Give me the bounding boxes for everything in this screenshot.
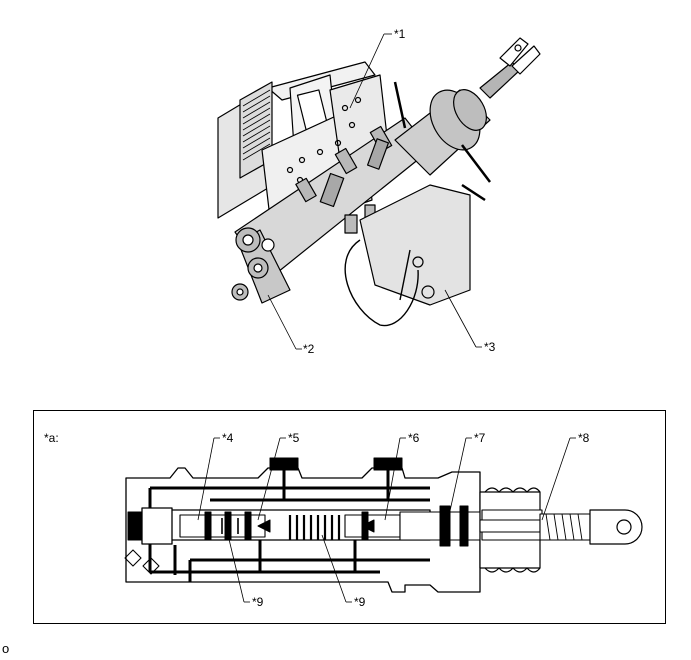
section-label: *a:: [44, 431, 59, 445]
callout-9-left: *9: [252, 595, 264, 609]
actuator-assembly-illustration: [217, 33, 541, 350]
callout-7: *7: [474, 431, 486, 445]
callout-1: *1: [394, 27, 406, 41]
callout-5: *5: [288, 431, 300, 445]
callout-4: *4: [222, 431, 234, 445]
callout-9-right: *9: [354, 595, 366, 609]
cross-section-frame: [33, 410, 666, 624]
callout-3: *3: [484, 340, 496, 354]
booster-body: [344, 37, 541, 327]
cross-section-illustration: [124, 437, 643, 603]
top-leader-lines: [267, 33, 482, 350]
footer-mark: o: [2, 641, 10, 656]
master-cylinder-body: [231, 117, 431, 304]
callout-6: *6: [408, 431, 420, 445]
callout-2: *2: [303, 342, 315, 356]
callout-8: *8: [578, 431, 590, 445]
